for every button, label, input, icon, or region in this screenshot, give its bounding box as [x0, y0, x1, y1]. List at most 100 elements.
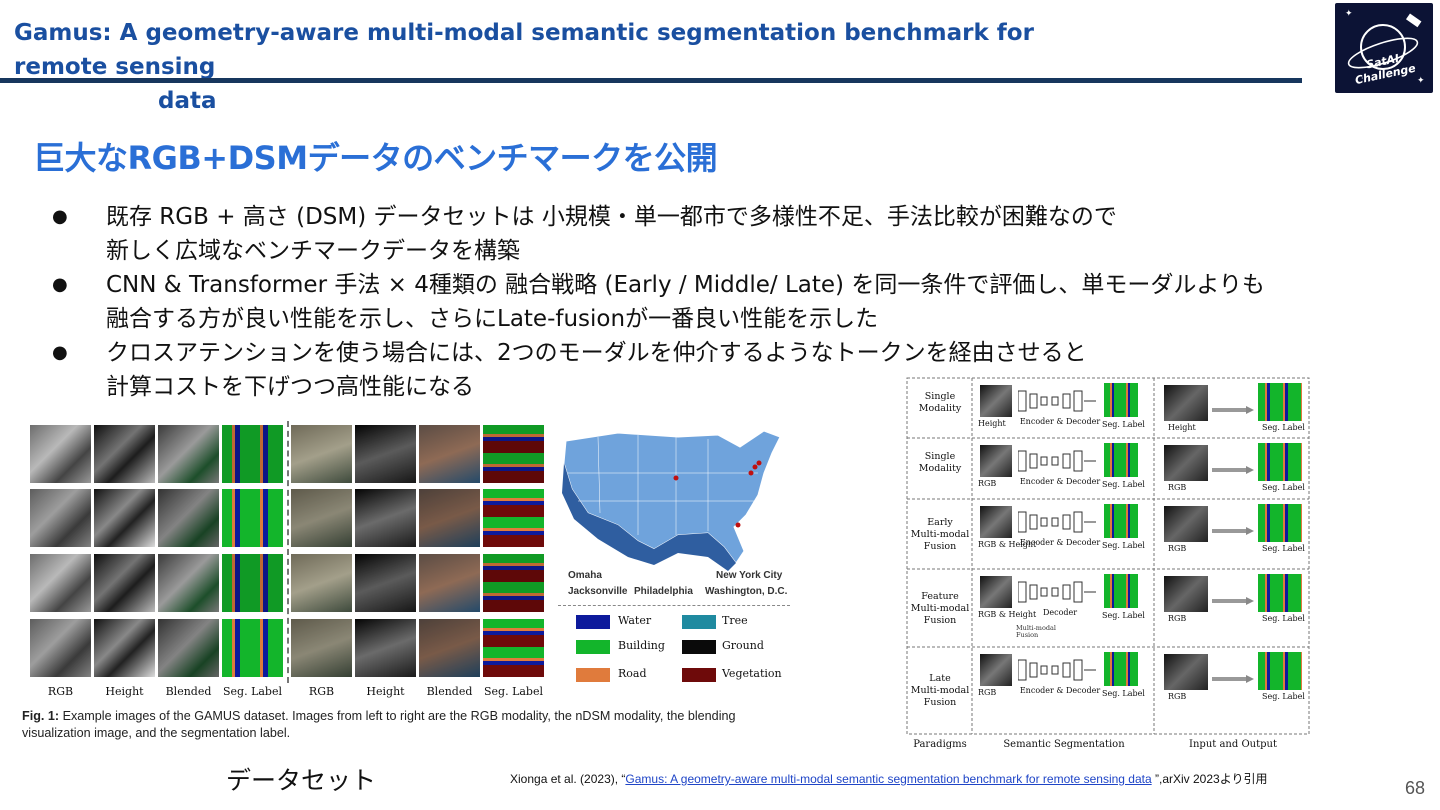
sample-image-tile [222, 425, 283, 483]
io-input-thumbnail [1164, 576, 1208, 612]
network-blocks [1017, 449, 1098, 473]
output-label: Seg. Label [1102, 541, 1145, 550]
sample-image-tile [291, 554, 352, 612]
legend-swatch-tree [682, 615, 716, 629]
model-label: Encoder & Decoder [1019, 477, 1101, 486]
figure-caption: Fig. 1: Example images of the GAMUS data… [22, 708, 802, 742]
header-divider [0, 78, 1302, 83]
io-output-thumbnail [1258, 443, 1302, 481]
output-thumbnail [1104, 504, 1138, 538]
column-label: Seg. Label [222, 685, 282, 698]
legend-label: Ground [722, 639, 764, 652]
arrow-icon [1212, 399, 1254, 414]
io-input-label: RGB [1168, 692, 1187, 701]
paradigm-name: Early Multi-modal Fusion [910, 516, 970, 552]
city-label: Jacksonville [568, 586, 628, 597]
sample-image-tile [483, 619, 544, 677]
map-divider [558, 605, 790, 606]
output-thumbnail [1104, 383, 1138, 417]
sample-image-tile [355, 554, 416, 612]
city-label: Philadelphia [634, 586, 693, 597]
citation-suffix: ”,arXiv 2023より引用 [1151, 772, 1268, 786]
input-thumbnail [980, 506, 1012, 538]
bullet-line: CNN & Transformer 手法 × 4種類の 融合戦略 (Early … [106, 272, 1265, 298]
legend-label: Road [618, 667, 647, 680]
output-thumbnail [1104, 574, 1138, 608]
input-label: RGB [978, 688, 997, 697]
sample-image-tile [291, 619, 352, 677]
output-label: Seg. Label [1102, 611, 1145, 620]
legend-swatch-road [576, 668, 610, 682]
bullet-line: 融合する方が良い性能を示し、さらにLate-fusionが一番良い性能を示した [106, 306, 879, 332]
arrow-icon [1212, 459, 1254, 474]
fusion-note: Multi-modal Fusion [1016, 624, 1056, 639]
deck-title-line1: Gamus: A geometry-aware multi-modal sema… [14, 20, 1034, 80]
footer-label: Input and Output [1189, 739, 1277, 750]
io-input-thumbnail [1164, 385, 1208, 421]
input-label: Height [978, 419, 1006, 428]
svg-text:✦: ✦ [1345, 9, 1353, 19]
legend-swatch-vegetation [682, 668, 716, 682]
bullet-list: 既存 RGB + 高さ (DSM) データセットは 小規模・単一都市で多様性不足… [50, 200, 1420, 404]
bullet-line: 既存 RGB + 高さ (DSM) データセットは 小規模・単一都市で多様性不足… [106, 204, 1117, 230]
input-label: RGB [978, 479, 997, 488]
paradigm-name: Single Modality [918, 451, 962, 474]
sample-image-tile [222, 489, 283, 547]
column-label: Height [366, 685, 405, 698]
arrow-icon [1212, 590, 1254, 605]
sample-image-tile [222, 554, 283, 612]
io-output-thumbnail [1258, 652, 1302, 690]
svg-text:✦: ✦ [1417, 76, 1425, 86]
sample-image-tile [291, 425, 352, 483]
paradigm-name: Feature Multi-modal Fusion [910, 590, 970, 626]
model-label: Encoder & Decoder [1019, 686, 1101, 695]
input-thumbnail [980, 445, 1012, 477]
sample-image-tile [158, 489, 219, 547]
io-input-label: RGB [1168, 614, 1187, 623]
network-blocks [1017, 510, 1098, 534]
io-output-thumbnail [1258, 574, 1302, 612]
legend-swatch-building [576, 640, 610, 654]
output-label: Seg. Label [1102, 689, 1145, 698]
sample-image-tile [291, 489, 352, 547]
sample-image-tile [419, 425, 480, 483]
sample-image-tile [30, 554, 91, 612]
sample-image-tile [355, 619, 416, 677]
paper-link[interactable]: Gamus: A geometry-aware multi-modal sema… [625, 772, 1152, 786]
output-label: Seg. Label [1102, 420, 1145, 429]
legend-label: Building [618, 639, 665, 652]
sample-image-tile [419, 489, 480, 547]
network-blocks [1017, 389, 1098, 413]
citation-prefix: Xionga et al. (2023), “ [510, 772, 626, 786]
deck-title-line2: data [158, 88, 217, 114]
column-label: Blended [165, 685, 212, 698]
legend-label: Vegetation [722, 667, 782, 680]
footer-label: Paradigms [913, 739, 967, 750]
input-thumbnail [980, 654, 1012, 686]
sample-image-tile [30, 489, 91, 547]
sample-image-tile [419, 619, 480, 677]
arrow-icon [1212, 520, 1254, 535]
arrow-icon [1212, 668, 1254, 683]
column-label: Seg. Label [483, 685, 543, 698]
io-output-label: Seg. Label [1262, 423, 1305, 432]
sample-image-tile [419, 554, 480, 612]
dataset-label: データセット [226, 766, 377, 795]
grid-separator [287, 421, 289, 683]
city-label: New York City [716, 570, 783, 581]
bullet-item: CNN & Transformer 手法 × 4種類の 融合戦略 (Early … [50, 268, 1420, 336]
io-input-thumbnail [1164, 654, 1208, 690]
io-output-thumbnail [1258, 504, 1302, 542]
legend-swatch-water [576, 615, 610, 629]
io-input-thumbnail [1164, 506, 1208, 542]
sample-image-tile [94, 489, 155, 547]
sample-image-tile [158, 554, 219, 612]
output-thumbnail [1104, 652, 1138, 686]
sample-image-tile [222, 619, 283, 677]
bullet-line: 新しく広域なベンチマークデータを構築 [106, 238, 520, 264]
paradigm-grid-lines [906, 377, 1310, 735]
input-label: RGB & Height [978, 610, 1037, 619]
sample-image-tile [483, 489, 544, 547]
bullet-item: クロスアテンションを使う場合には、2つのモーダルを仲介するようなトークンを経由さ… [50, 336, 1420, 404]
